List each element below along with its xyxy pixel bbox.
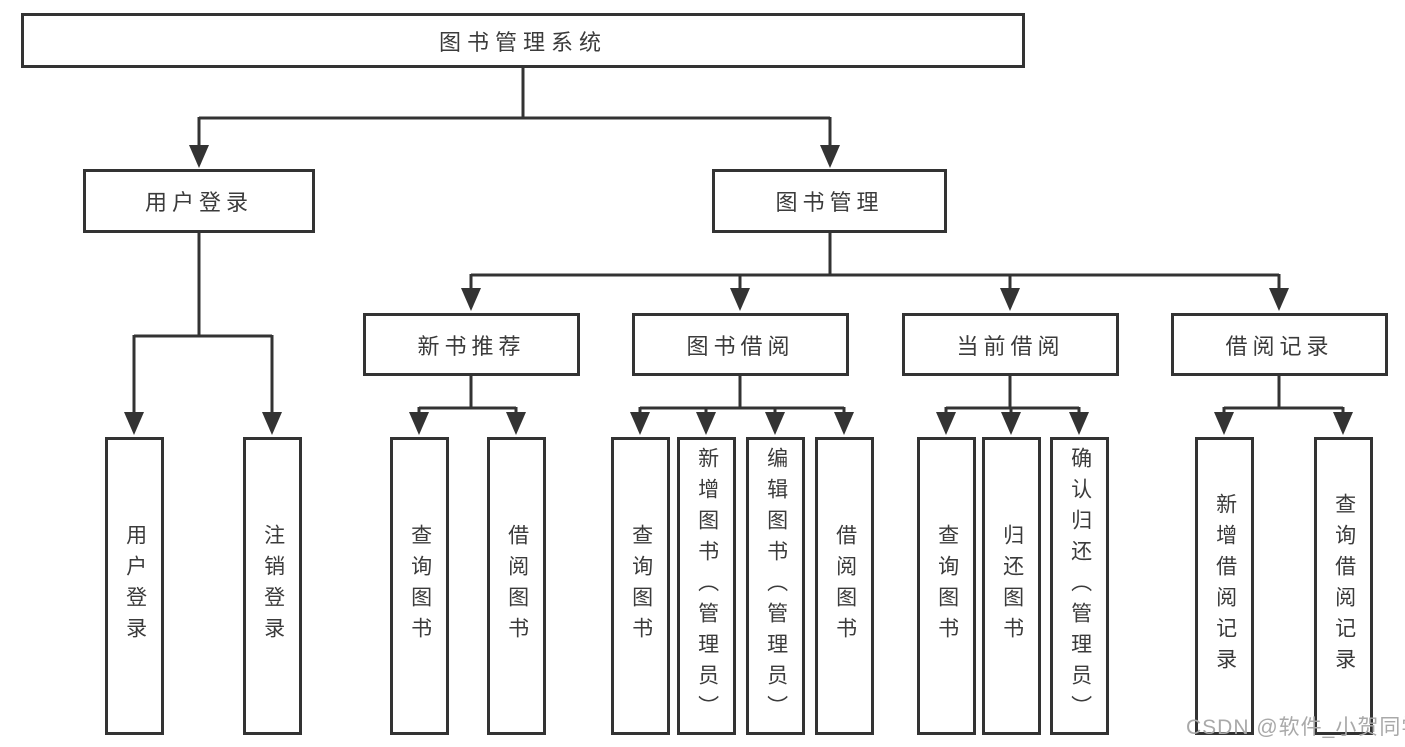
node-current-borrowing: 当前借阅 — [902, 313, 1119, 376]
node-leaf-recommend-query-books: 查询图书 — [390, 437, 449, 735]
node-user-login-label: 用户登录 — [144, 190, 253, 215]
node-book-management: 图书管理 — [712, 169, 947, 233]
node-leaf-edit-books-admin: 编辑图书（管理员） — [746, 437, 805, 735]
node-leaf-edit-books-admin-label: 编辑图书（管理员） — [764, 446, 788, 726]
node-leaf-add-borrow-record-label: 新增借阅记录 — [1213, 493, 1237, 679]
node-leaf-add-books-admin-label: 新增图书（管理员） — [695, 446, 719, 726]
node-leaf-borrowing-query-books: 查询图书 — [611, 437, 670, 735]
node-leaf-query-borrow-record: 查询借阅记录 — [1314, 437, 1373, 735]
node-leaf-add-borrow-record: 新增借阅记录 — [1195, 437, 1254, 735]
node-leaf-recommend-query-books-label: 查询图书 — [408, 524, 432, 648]
node-leaf-confirm-return-admin: 确认归还（管理员） — [1050, 437, 1109, 735]
node-leaf-logout-label: 注销登录 — [261, 524, 285, 648]
node-new-book-recommend: 新书推荐 — [363, 313, 580, 376]
node-leaf-logout: 注销登录 — [243, 437, 302, 735]
node-borrowing-records-label: 借阅记录 — [1225, 333, 1334, 359]
node-new-book-recommend-label: 新书推荐 — [417, 333, 526, 359]
node-book-borrowing: 图书借阅 — [632, 313, 849, 376]
node-library-system-label: 图书管理系统 — [438, 29, 607, 55]
node-leaf-user-login-label: 用户登录 — [123, 524, 147, 648]
node-leaf-borrowing-borrow-books: 借阅图书 — [815, 437, 874, 735]
watermark-text: CSDN @软件_小贺同学 — [1186, 716, 1405, 739]
node-leaf-return-books-label: 归还图书 — [1000, 524, 1024, 648]
node-leaf-current-query-books-label: 查询图书 — [935, 524, 959, 648]
node-leaf-borrowing-query-books-label: 查询图书 — [629, 524, 653, 648]
node-current-borrowing-label: 当前借阅 — [956, 333, 1065, 359]
node-book-borrowing-label: 图书借阅 — [686, 333, 795, 359]
node-leaf-query-borrow-record-label: 查询借阅记录 — [1332, 493, 1356, 679]
node-leaf-borrowing-borrow-books-label: 借阅图书 — [833, 524, 857, 648]
node-leaf-user-login: 用户登录 — [105, 437, 164, 735]
node-leaf-recommend-borrow-books: 借阅图书 — [487, 437, 546, 735]
node-borrowing-records: 借阅记录 — [1171, 313, 1388, 376]
node-leaf-add-books-admin: 新增图书（管理员） — [677, 437, 736, 735]
node-book-management-label: 图书管理 — [775, 190, 884, 215]
node-leaf-return-books: 归还图书 — [982, 437, 1041, 735]
node-library-system: 图书管理系统 — [21, 13, 1025, 68]
node-user-login: 用户登录 — [83, 169, 315, 233]
node-leaf-confirm-return-admin-label: 确认归还（管理员） — [1068, 446, 1092, 726]
node-leaf-current-query-books: 查询图书 — [917, 437, 976, 735]
node-leaf-recommend-borrow-books-label: 借阅图书 — [505, 524, 529, 648]
